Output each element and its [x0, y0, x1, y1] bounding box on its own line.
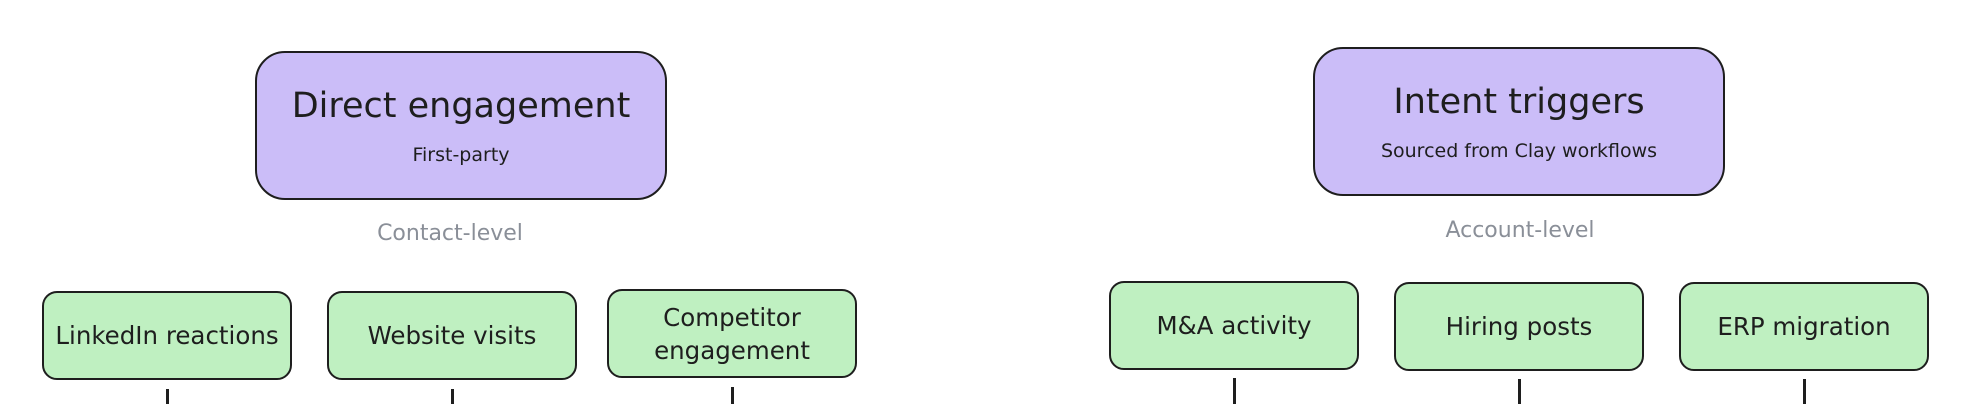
- erp-migration-node: ERP migration: [1679, 282, 1929, 371]
- erp-migration-connector: [1803, 379, 1806, 404]
- ma-activity-node: M&A activity: [1109, 281, 1359, 370]
- contact-level-label: Contact-level: [377, 221, 523, 246]
- intent-triggers-node: Intent triggers Sourced from Clay workfl…: [1313, 47, 1725, 196]
- hiring-posts-connector: [1518, 379, 1521, 404]
- hiring-posts-node: Hiring posts: [1394, 282, 1644, 371]
- website-visits-connector: [451, 389, 454, 404]
- website-visits-node: Website visits: [327, 291, 577, 380]
- linkedin-reactions-label: LinkedIn reactions: [55, 321, 279, 350]
- linkedin-reactions-node: LinkedIn reactions: [42, 291, 292, 380]
- direct-engagement-node: Direct engagement First-party: [255, 51, 667, 200]
- erp-migration-label: ERP migration: [1717, 312, 1891, 341]
- direct-engagement-subtitle: First-party: [412, 143, 510, 166]
- ma-activity-connector: [1233, 378, 1236, 404]
- competitor-engagement-node: Competitor engagement: [607, 289, 857, 378]
- account-level-label: Account-level: [1445, 218, 1595, 243]
- hiring-posts-label: Hiring posts: [1445, 312, 1593, 341]
- ma-activity-label: M&A activity: [1156, 311, 1312, 340]
- website-visits-label: Website visits: [367, 321, 537, 350]
- linkedin-reactions-connector: [166, 389, 169, 404]
- direct-engagement-title: Direct engagement: [291, 85, 631, 126]
- intent-triggers-subtitle: Sourced from Clay workflows: [1380, 139, 1658, 162]
- competitor-engagement-connector: [731, 387, 734, 404]
- intent-triggers-title: Intent triggers: [1393, 81, 1645, 122]
- competitor-engagement-label: Competitor engagement: [654, 302, 810, 365]
